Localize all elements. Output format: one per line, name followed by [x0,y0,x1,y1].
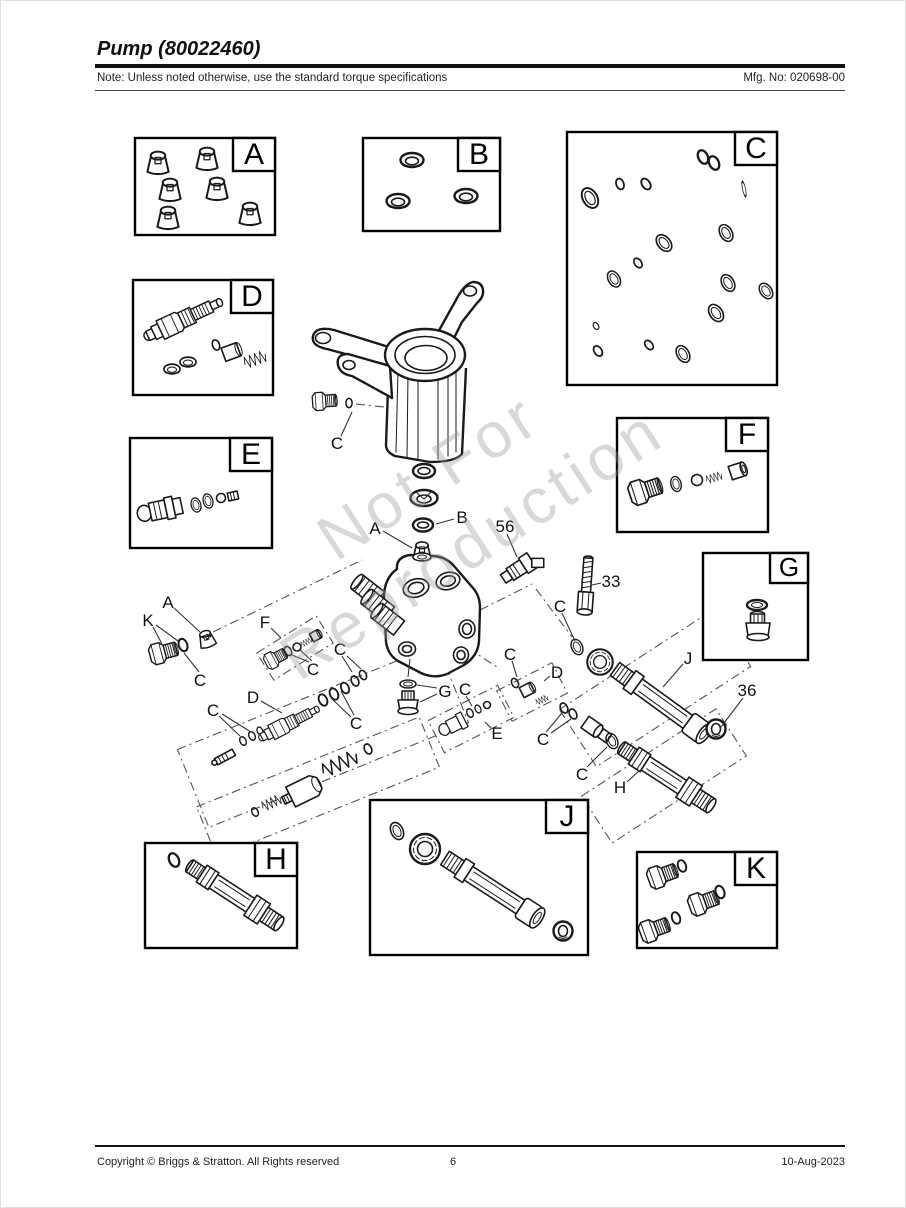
valve-kit-row-f [261,628,323,672]
callout-c-0: C [331,434,343,453]
left-plug-group [146,627,218,667]
callout-labels: C A B 56 33 C J 36 K A C F C C D C C G C… [142,434,756,797]
callout-a-9: A [162,593,174,612]
callout-f-11: F [260,613,270,632]
unloader-assembly-center [211,668,375,819]
callout-leaders [152,411,744,783]
kit-box-h-label: H [265,843,287,876]
kit-box-h: H [143,841,299,950]
kit-box-b: B [361,136,502,233]
callout-b-2: B [456,508,467,527]
quick-connect-kit-e-center [438,700,492,736]
seal-stack [409,488,439,562]
callout-g-17: G [438,682,451,701]
kit-box-k: K [635,850,779,950]
callout-c-5: C [554,597,566,616]
manifold [350,552,482,678]
kit-box-b-label: B [469,138,489,171]
grommet-36 [705,718,727,740]
kit-box-e: E [128,436,274,550]
kit-box-j: J [368,798,590,957]
page-title: Pump (80022460) [97,38,261,60]
kit-box-d: D [131,278,275,397]
callout-c-10: C [194,671,206,690]
callout-c-18: C [459,680,471,699]
footer-date: 10-Aug-2023 [781,1156,845,1168]
kit-box-k-label: K [746,852,766,885]
footer-copyright: Copyright © Briggs & Stratton. All Right… [97,1156,340,1168]
kit-box-a-label: A [244,138,264,171]
callout-d-20: D [551,663,563,682]
kit-box-f-label: F [738,418,756,451]
kit-box-j-label: J [560,800,575,833]
callout-33: 33 [602,572,621,591]
valve-kit-d-center [509,676,550,706]
callout-h-24: H [614,778,626,797]
callout-k-8: K [142,611,154,630]
bolt-33 [576,555,595,616]
kit-box-a: A [133,136,277,237]
callout-c-16: C [350,714,362,733]
callout-c-13: C [334,640,346,659]
footer-page-number: 6 [449,1156,457,1168]
callout-36: 36 [738,681,757,700]
pump-housing [311,280,485,480]
footer-rule [95,1145,845,1147]
mfg-number: Mfg. No: 020698-00 [743,72,845,84]
kit-box-c-label: C [745,132,767,165]
kit-box-g: G [701,551,810,662]
torque-note: Note: Unless noted otherwise, use the st… [97,72,448,84]
plug-kit-g-center [397,658,419,716]
kit-box-d-label: D [241,280,263,313]
callout-j-6: J [684,649,693,668]
kit-box-e-label: E [241,438,261,471]
callout-c-21: C [504,645,516,664]
callout-c-12: C [307,660,319,679]
header-rule-thin [95,90,845,91]
kit-box-c: C [565,130,779,387]
pump-side-plug [311,390,339,412]
callout-a-1: A [369,519,381,538]
chemical-valve-56 [499,552,545,584]
callout-e-19: E [491,724,502,743]
header-rule [95,64,845,68]
inlet-tube-h-center [557,700,721,819]
kit-box-f: F [615,416,770,534]
pump-side-oring [345,397,353,409]
callout-56: 56 [496,517,515,536]
callout-d-14: D [247,688,259,707]
kit-box-g-label: G [779,552,799,582]
callout-c-23: C [576,765,588,784]
callout-c-22: C [537,730,549,749]
callout-c-15: C [207,701,219,720]
